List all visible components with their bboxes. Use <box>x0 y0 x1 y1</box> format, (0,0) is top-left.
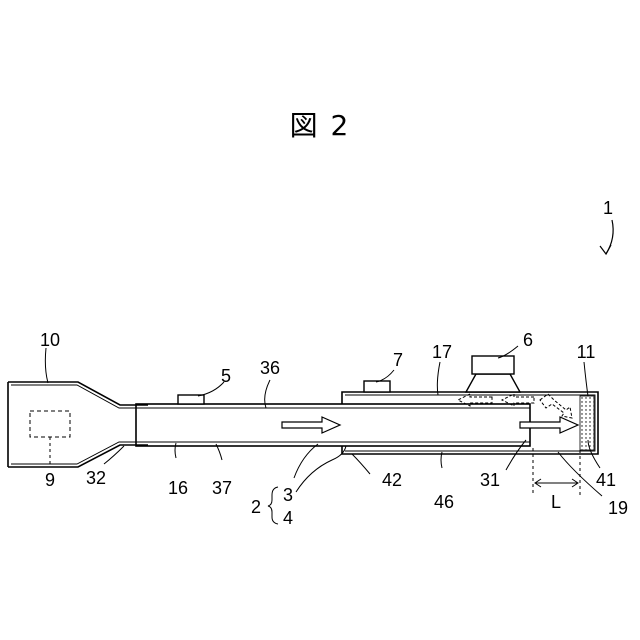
flow-arrow-dashed-right <box>540 394 572 418</box>
label-9: 9 <box>45 470 55 490</box>
label-17: 17 <box>432 342 452 362</box>
flow-arrow-outlet <box>520 417 578 433</box>
label-3: 3 <box>283 485 293 505</box>
label-10: 10 <box>40 330 60 350</box>
label-37: 37 <box>212 478 232 498</box>
label-11: 11 <box>577 342 596 362</box>
label-1: 1 <box>603 198 613 218</box>
label-46: 46 <box>434 492 454 512</box>
filter-41 <box>580 396 594 450</box>
label-7: 7 <box>393 350 403 370</box>
label-31: 31 <box>480 470 500 490</box>
component-7 <box>364 381 390 392</box>
housing-10 <box>8 382 148 467</box>
label-19: 19 <box>608 498 628 518</box>
component-6 <box>466 356 520 392</box>
flow-arrow-inner <box>282 417 340 433</box>
leader-lines <box>45 346 602 524</box>
label-4: 4 <box>283 508 293 528</box>
label-42: 42 <box>382 470 402 490</box>
dashed-component-9 <box>30 411 70 437</box>
label-5: 5 <box>221 366 231 386</box>
label-36: 36 <box>260 358 280 378</box>
label-6: 6 <box>523 330 533 350</box>
label-16: 16 <box>168 478 188 498</box>
label-2: 2 <box>251 497 261 517</box>
label-32: 32 <box>86 468 106 488</box>
label-41: 41 <box>596 470 616 490</box>
dimension-L <box>533 448 580 495</box>
component-5 <box>178 395 204 404</box>
assembly-pointer-arrow <box>600 220 613 254</box>
label-L: L <box>551 492 561 512</box>
